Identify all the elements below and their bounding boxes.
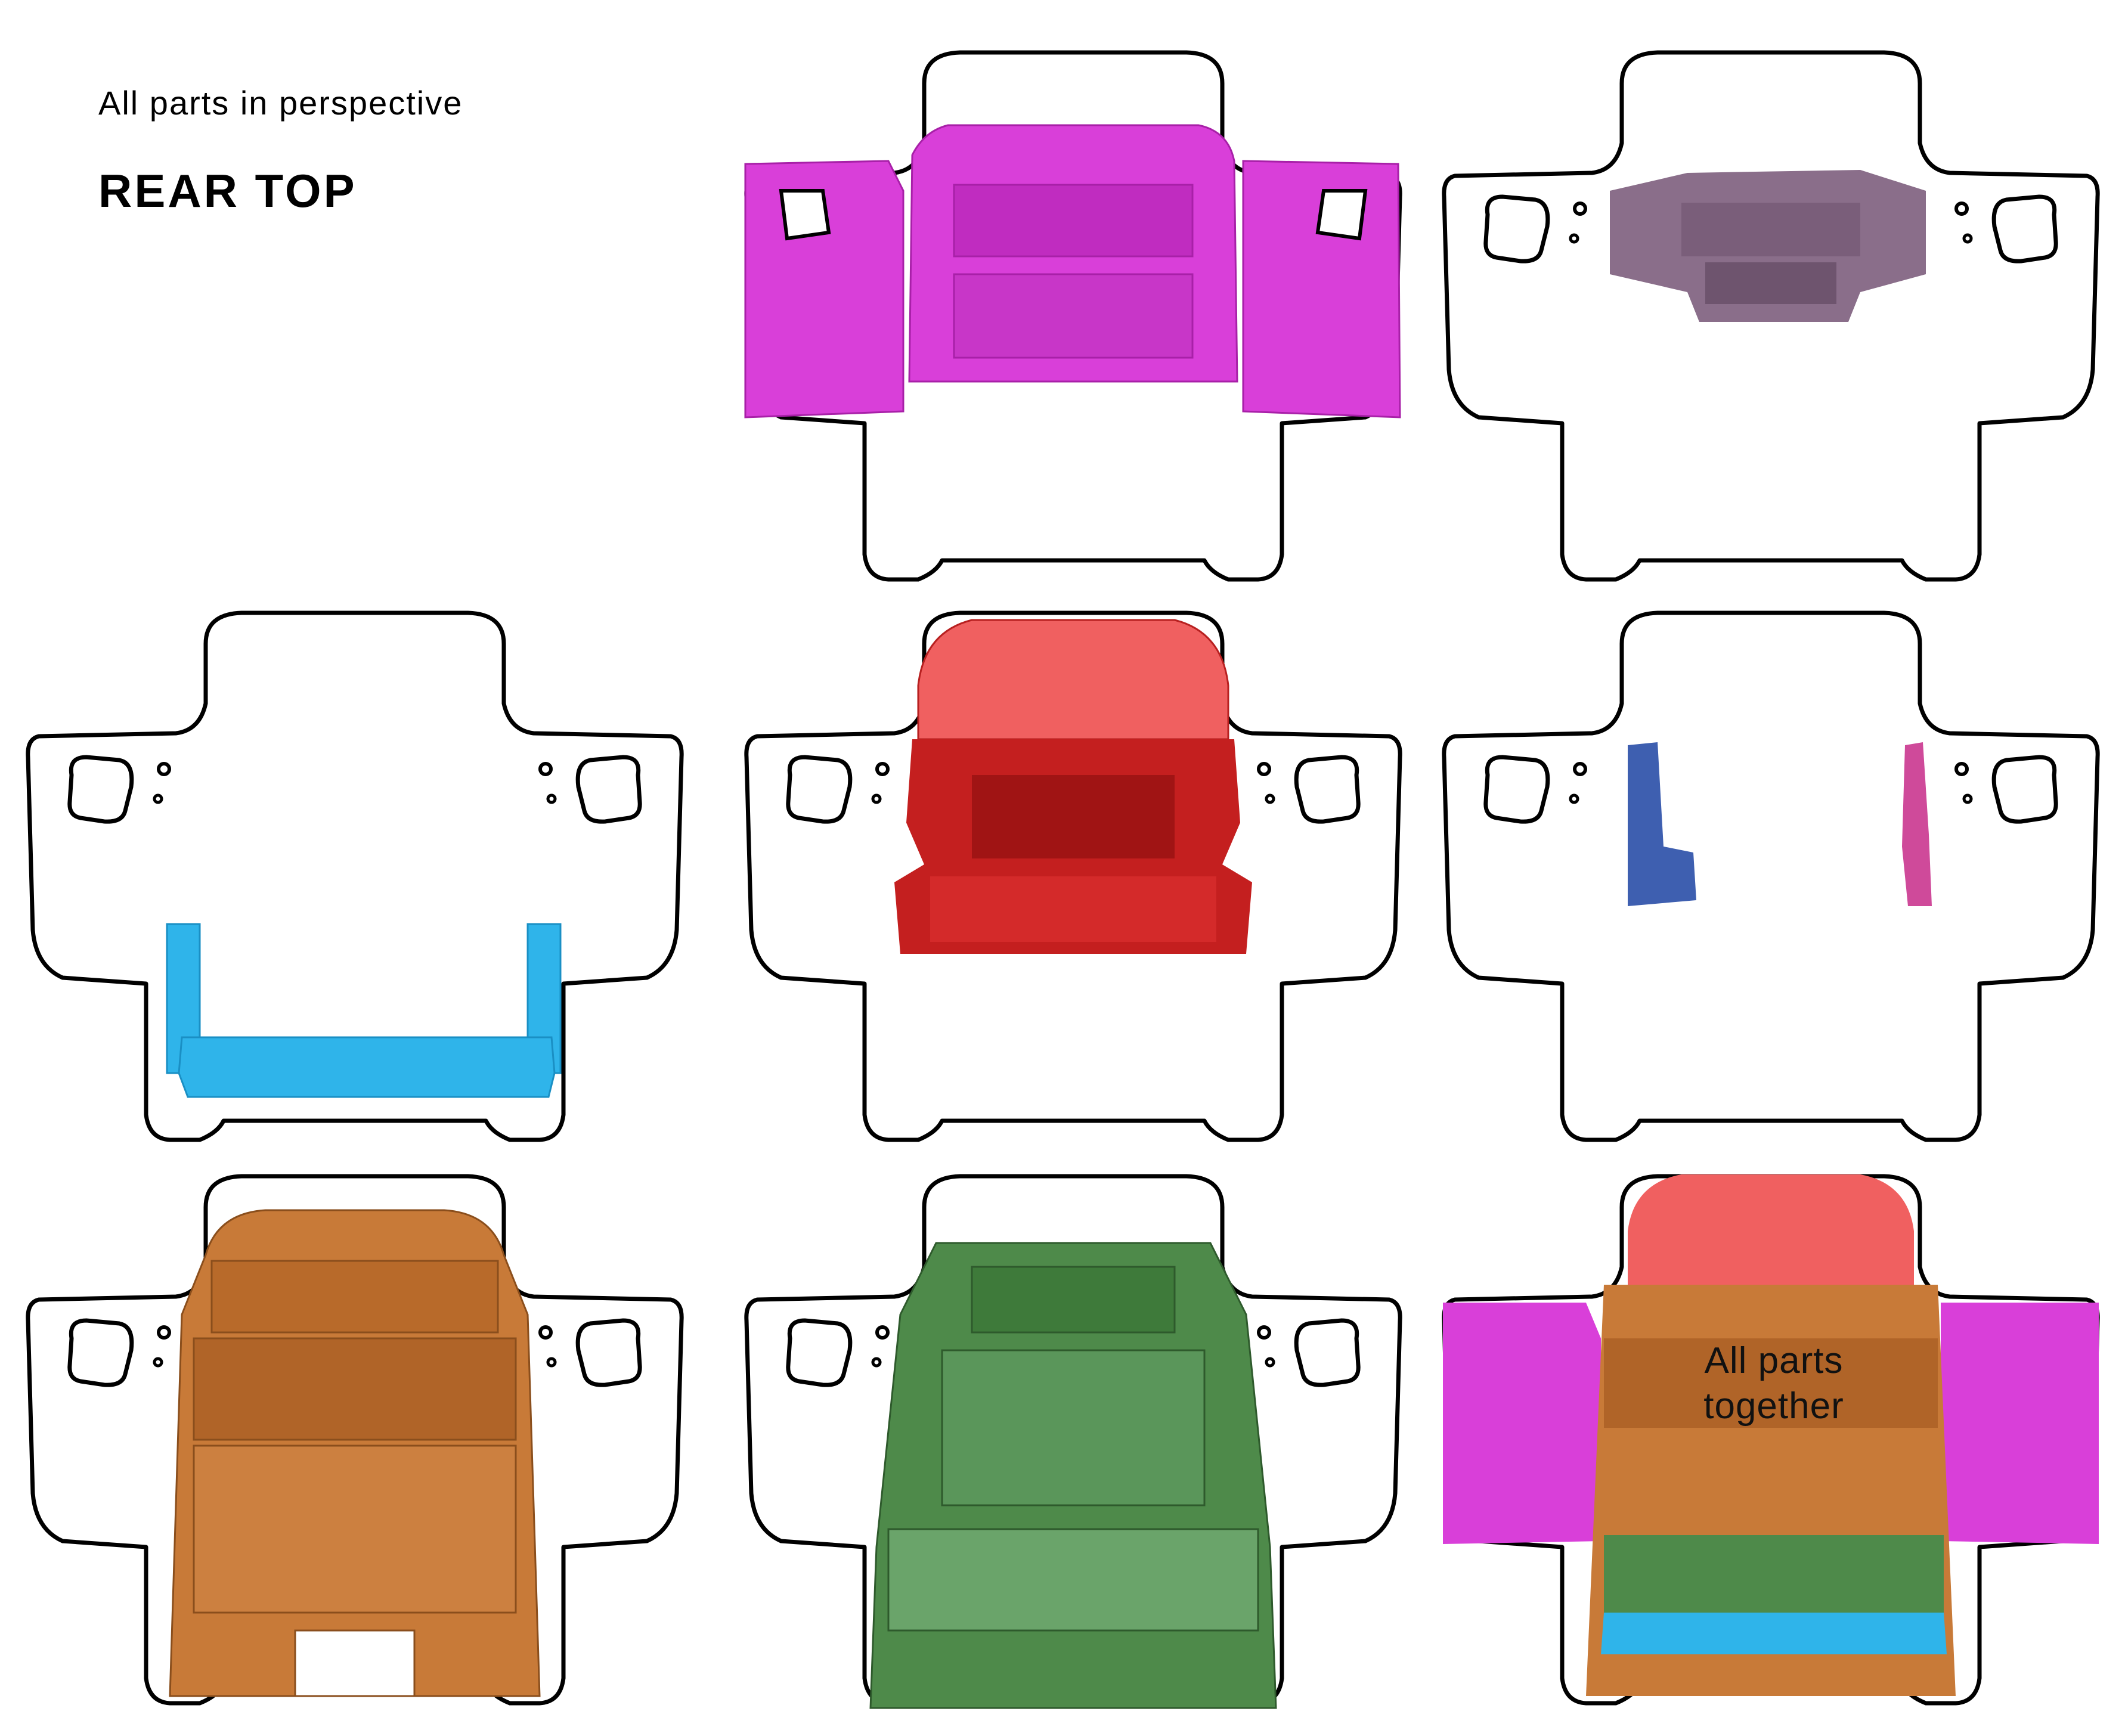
cell-body-shell	[15, 1160, 695, 1732]
body-shell-diagram	[15, 1160, 695, 1732]
body-shell-part	[169, 1209, 541, 1697]
all-parts-diagram	[1431, 1160, 2111, 1732]
hood-engine-diagram	[733, 596, 1413, 1168]
cell-underbody	[733, 1160, 1413, 1732]
cell-side-trims	[1431, 596, 2111, 1168]
side-trim-left	[1628, 742, 1696, 906]
underbody-part	[869, 1242, 1277, 1709]
tailgate-diagram	[15, 596, 695, 1168]
doors-part	[744, 124, 1401, 418]
all-parts-composite	[1443, 1174, 2099, 1696]
doors-diagram	[733, 36, 1413, 608]
cell-doors	[733, 36, 1413, 608]
tailgate-part	[166, 923, 562, 1098]
cell-all-parts	[1431, 1160, 2111, 1732]
subtitle: All parts in perspective	[98, 84, 463, 122]
side-trim-right	[1902, 742, 1932, 906]
all-parts-label: All parts together	[1646, 1338, 1902, 1429]
rear-frame-part	[1610, 170, 1926, 322]
underbody-diagram	[733, 1160, 1413, 1709]
hood-engine-part	[894, 619, 1252, 954]
header: All parts in perspective REAR TOP	[98, 83, 463, 218]
all-parts-label-line2: together	[1703, 1385, 1844, 1427]
cell-tailgate	[15, 596, 695, 1168]
page-title: REAR TOP	[98, 165, 357, 217]
cell-rear-frame	[1431, 36, 2111, 608]
cell-hood-engine	[733, 596, 1413, 1168]
all-parts-label-line1: All parts	[1704, 1340, 1844, 1381]
rear-frame-diagram	[1431, 36, 2111, 608]
side-trims-diagram	[1431, 596, 2111, 1168]
